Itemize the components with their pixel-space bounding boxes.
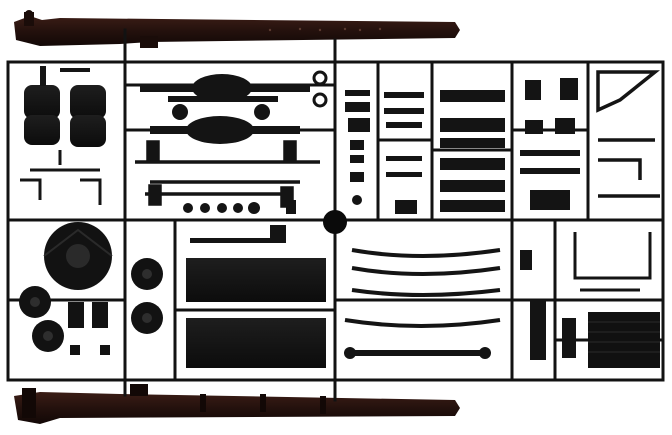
radiator-block — [588, 312, 660, 368]
brackets-right — [520, 78, 580, 210]
seat-cushions — [24, 66, 106, 147]
top-frame-rail — [14, 10, 460, 48]
suspension-rods — [135, 140, 320, 208]
small-parts-column-b — [384, 92, 424, 214]
rear-axle-housings — [140, 70, 328, 144]
right-column-parts — [520, 250, 576, 360]
bottom-frame-rail — [14, 384, 460, 424]
crossmembers — [440, 90, 505, 212]
floor-panels — [186, 258, 326, 368]
cab-frame-rail — [573, 232, 652, 292]
small-knobs-row — [183, 200, 296, 243]
small-parts-column-a — [345, 90, 370, 205]
sprue-hub — [323, 210, 347, 234]
leaf-springs — [344, 248, 501, 328]
front-grille-frame — [596, 70, 660, 198]
drive-shaft — [344, 347, 491, 359]
brake-drums — [19, 258, 163, 352]
small-parts-lower-left — [68, 302, 110, 355]
small-brackets-left — [20, 150, 102, 205]
spare-wheel-carrier — [43, 222, 113, 290]
